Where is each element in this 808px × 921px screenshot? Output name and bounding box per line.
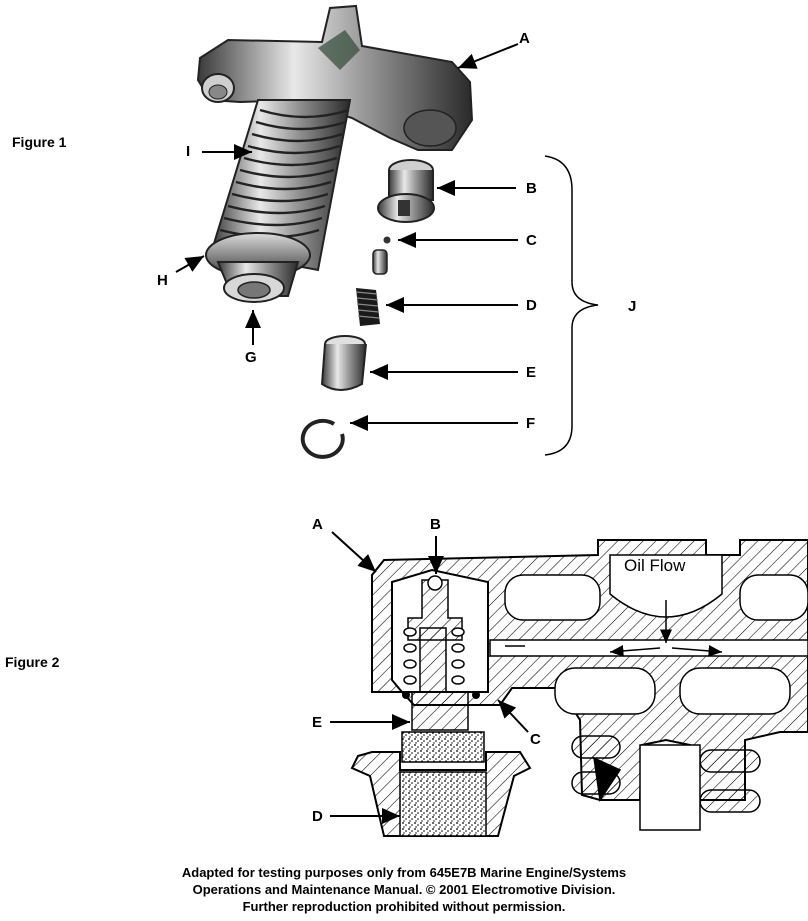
fig1-label-d: D bbox=[526, 297, 537, 314]
arrow-a-fig2 bbox=[331, 531, 377, 573]
arrow-a-fig1 bbox=[457, 43, 519, 69]
caption-line-3: Further reproduction prohibited without … bbox=[242, 899, 566, 914]
figure2-cross-section bbox=[330, 531, 808, 837]
adjuster-end bbox=[205, 232, 311, 303]
part-b-sleeve bbox=[377, 159, 435, 223]
valve-stem-top bbox=[401, 731, 485, 763]
fig2-label-b: B bbox=[430, 516, 441, 533]
valve-stem bbox=[399, 771, 487, 837]
figure-1-title: Figure 1 bbox=[12, 134, 67, 150]
fig2-label-e: E bbox=[312, 714, 323, 731]
cutout-4 bbox=[679, 667, 791, 715]
arrow-h-fig1 bbox=[175, 255, 205, 273]
fig1-label-g: G bbox=[245, 349, 257, 366]
caption-line-2: Operations and Maintenance Manual. © 200… bbox=[192, 882, 616, 897]
fig2-label-c: C bbox=[530, 731, 541, 748]
cutout-1 bbox=[504, 574, 601, 621]
check-ball bbox=[427, 575, 443, 591]
part-f-retaining-ring bbox=[300, 418, 345, 459]
fig1-label-h: H bbox=[157, 272, 168, 289]
threaded-screw bbox=[210, 99, 352, 272]
part-d-spring bbox=[355, 288, 380, 326]
oil-passage bbox=[489, 639, 808, 657]
arrow-c-fig2 bbox=[497, 699, 529, 733]
part-c-check-ball bbox=[372, 236, 391, 275]
oil-flow-label: Oil Flow bbox=[624, 556, 686, 575]
right-springs bbox=[571, 735, 761, 831]
fig2-label-d: D bbox=[312, 808, 323, 825]
fig1-label-a: A bbox=[519, 30, 530, 47]
rocker-arm-body bbox=[196, 4, 474, 151]
plunger-top bbox=[407, 579, 463, 641]
fig1-label-j: J bbox=[628, 298, 637, 315]
cutout-3 bbox=[554, 667, 656, 715]
fig2-label-a: A bbox=[312, 516, 323, 533]
fig1-label-c: C bbox=[526, 232, 537, 249]
fig1-label-i: I bbox=[186, 143, 191, 160]
copyright-caption: Adapted for testing purposes only from 6… bbox=[0, 864, 808, 915]
caption-line-1: Adapted for testing purposes only from 6… bbox=[181, 865, 627, 880]
figure1-illustration bbox=[175, 4, 599, 459]
fig1-label-e: E bbox=[526, 364, 537, 381]
brace-j bbox=[544, 155, 599, 456]
fig1-label-b: B bbox=[526, 180, 537, 197]
cutout-2 bbox=[739, 574, 808, 621]
plunger-body bbox=[411, 691, 469, 731]
figure-2-title: Figure 2 bbox=[5, 654, 60, 670]
oil-chamber bbox=[609, 554, 723, 618]
part-e-plunger bbox=[320, 335, 367, 391]
fig1-label-f: F bbox=[526, 415, 536, 432]
spring-section bbox=[403, 627, 465, 693]
